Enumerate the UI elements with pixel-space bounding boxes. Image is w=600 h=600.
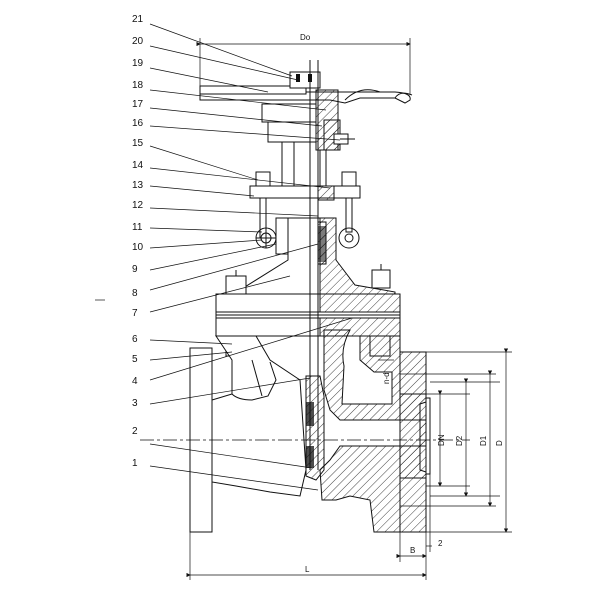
dim-label-l: L bbox=[305, 565, 310, 574]
dim-label-do: Do bbox=[300, 33, 311, 42]
part-label-21: 21 bbox=[132, 14, 144, 25]
part-label-12: 12 bbox=[132, 200, 144, 211]
part-label-3: 3 bbox=[132, 398, 138, 409]
valve-body-left bbox=[211, 335, 307, 497]
part-label-19: 19 bbox=[132, 58, 144, 69]
dim-label-d1: D1 bbox=[479, 435, 488, 446]
yoke bbox=[281, 141, 327, 187]
part-number-labels: 21 20 19 18 17 16 15 14 13 12 11 10 9 8 … bbox=[132, 14, 144, 469]
part-label-7: 7 bbox=[132, 308, 138, 319]
part-label-17: 17 bbox=[132, 99, 144, 110]
part-label-11: 11 bbox=[132, 222, 143, 233]
dim-label-b: B bbox=[410, 546, 415, 555]
dimension-thickness: B 2 bbox=[396, 474, 443, 562]
part-label-4: 4 bbox=[132, 376, 138, 387]
dim-label-dn: DN bbox=[437, 434, 446, 446]
bonnet bbox=[215, 217, 401, 313]
yoke-nut-housing bbox=[261, 89, 355, 151]
part-label-14: 14 bbox=[132, 160, 144, 171]
dim-label-d: D bbox=[495, 440, 504, 446]
wedge bbox=[305, 375, 325, 481]
body-flange bbox=[215, 317, 401, 364]
part-label-5: 5 bbox=[132, 354, 138, 365]
part-label-10: 10 bbox=[132, 242, 144, 253]
dimension-length: L bbox=[186, 532, 427, 580]
part-label-20: 20 bbox=[132, 36, 144, 47]
dimension-diameters: DN D2 D1 D n-d bbox=[378, 348, 512, 533]
part-label-9: 9 bbox=[132, 264, 138, 275]
part-label-16: 16 bbox=[132, 118, 144, 129]
part-label-8: 8 bbox=[132, 288, 138, 299]
dim-label-raised-face: 2 bbox=[438, 539, 443, 548]
eye-bolt-pin bbox=[255, 217, 289, 255]
leader-lines bbox=[95, 23, 353, 491]
part-label-13: 13 bbox=[132, 180, 144, 191]
part-label-6: 6 bbox=[132, 334, 138, 345]
handwheel bbox=[199, 71, 413, 104]
gland-flange bbox=[249, 171, 361, 249]
part-label-18: 18 bbox=[132, 80, 144, 91]
gasket bbox=[215, 311, 401, 319]
part-label-2: 2 bbox=[132, 426, 138, 437]
part-label-1: 1 bbox=[132, 458, 138, 469]
part-label-15: 15 bbox=[132, 138, 144, 149]
dim-label-d2: D2 bbox=[455, 435, 464, 446]
dimension-do: Do bbox=[196, 33, 411, 95]
valve-body-right bbox=[319, 329, 431, 533]
dim-label-n-d: n-d bbox=[382, 372, 391, 384]
